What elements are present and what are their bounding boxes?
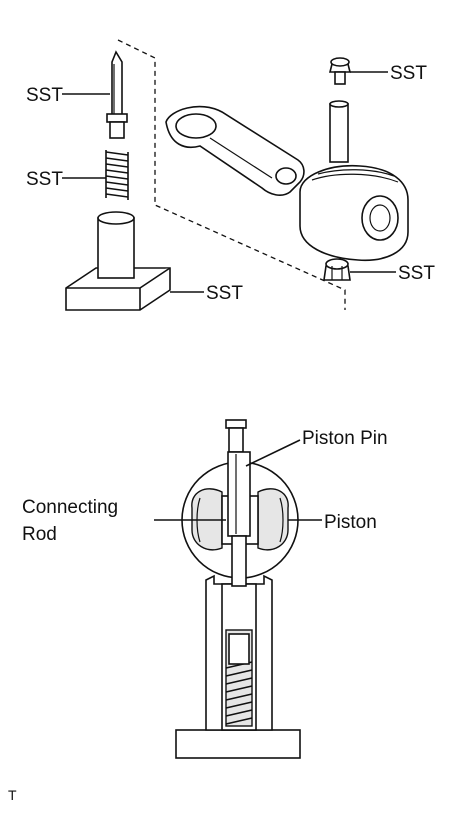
connecting-rod-part [165,105,305,197]
sst-label-top-cap: SST [390,63,427,84]
piston-label: Piston [324,512,377,533]
connecting-rod-label-line1: Connecting [22,497,118,518]
sst-pin-guide [106,50,128,139]
section-spring [225,629,253,727]
sst-label-bottom-cap: SST [398,263,435,284]
sst-label-pin-guide: SST [26,85,63,106]
sst-label-base: SST [206,283,243,304]
piston-part [299,165,409,262]
cross-section-view [154,419,322,759]
piston-pin-part [329,100,349,163]
alignment-dashed-line [117,39,346,310]
sst-spring [105,150,129,200]
sst-bottom-cap [323,258,351,281]
piston-pin-label: Piston Pin [302,428,388,449]
section-pin-tool [225,419,251,587]
exploded-view [62,39,409,311]
sst-top-cap [328,57,352,85]
figure-code: T [8,787,17,803]
sst-base [65,211,171,311]
connecting-rod-label-line2: Rod [22,524,57,545]
sst-label-spring: SST [26,169,63,190]
